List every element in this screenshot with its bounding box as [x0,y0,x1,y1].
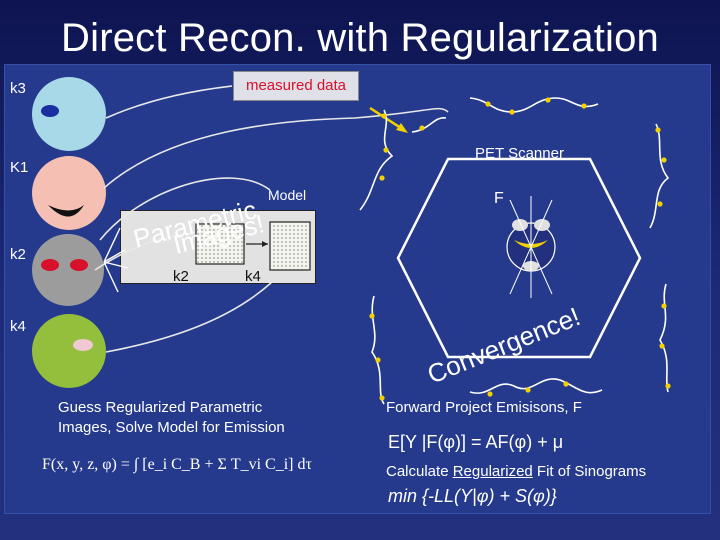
smile-icon [48,205,84,217]
f-label: F [494,190,504,207]
face-k1 [32,156,106,230]
label-k1: K1 [10,159,29,176]
label-k2: k2 [10,246,26,263]
projection-rays [509,196,553,298]
compartment-box [195,223,245,265]
forward-project-text: Forward Project Emisisons, F [386,399,582,416]
convergence-text: Convergence! [423,301,584,389]
expectation-equation: E[Y |F(φ)] = AF(φ) + μ [388,432,564,452]
box-k4-label: k4 [245,268,261,285]
content-panel [4,64,711,514]
face-k2 [32,234,104,306]
calculate-suffix: Fit of Sinograms [532,463,647,480]
face-k4 [32,314,106,388]
calculate-regularized: Regularized [452,463,533,480]
eye-icon [73,339,93,351]
eye-icon [70,259,88,271]
sinogram-points [369,97,671,401]
model-label: Model [268,187,307,203]
measured-data-box: measured data [233,71,359,101]
pet-scanner-hexagon [396,157,642,359]
label-k4: k4 [10,318,26,335]
flow-arrows [94,85,449,353]
pet-scanner-label: PET Scanner [475,145,564,162]
eye-icon [41,259,59,271]
caption-line-2: Images, Solve Model for Emission [58,419,285,436]
box-k2-label: k2 [173,268,189,285]
fan-arrows [103,227,129,293]
slide-title: Direct Recon. with Regularization [61,16,659,60]
calculate-text: Calculate Regularized Fit of Sinograms [386,462,646,481]
label-k3: k3 [10,80,26,97]
compartment-b-box [269,221,311,271]
caption-line-1: Guess Regularized Parametric [58,399,263,416]
calculate-prefix: Calculate [386,463,453,480]
eye-icon [41,105,59,117]
minimize-equation: min {-LL(Y|φ) + S(φ)} [388,486,557,506]
integral-formula: F(x, y, z, φ) = ∫ [e_i C_B + Σ T_vi C_i]… [42,456,312,473]
